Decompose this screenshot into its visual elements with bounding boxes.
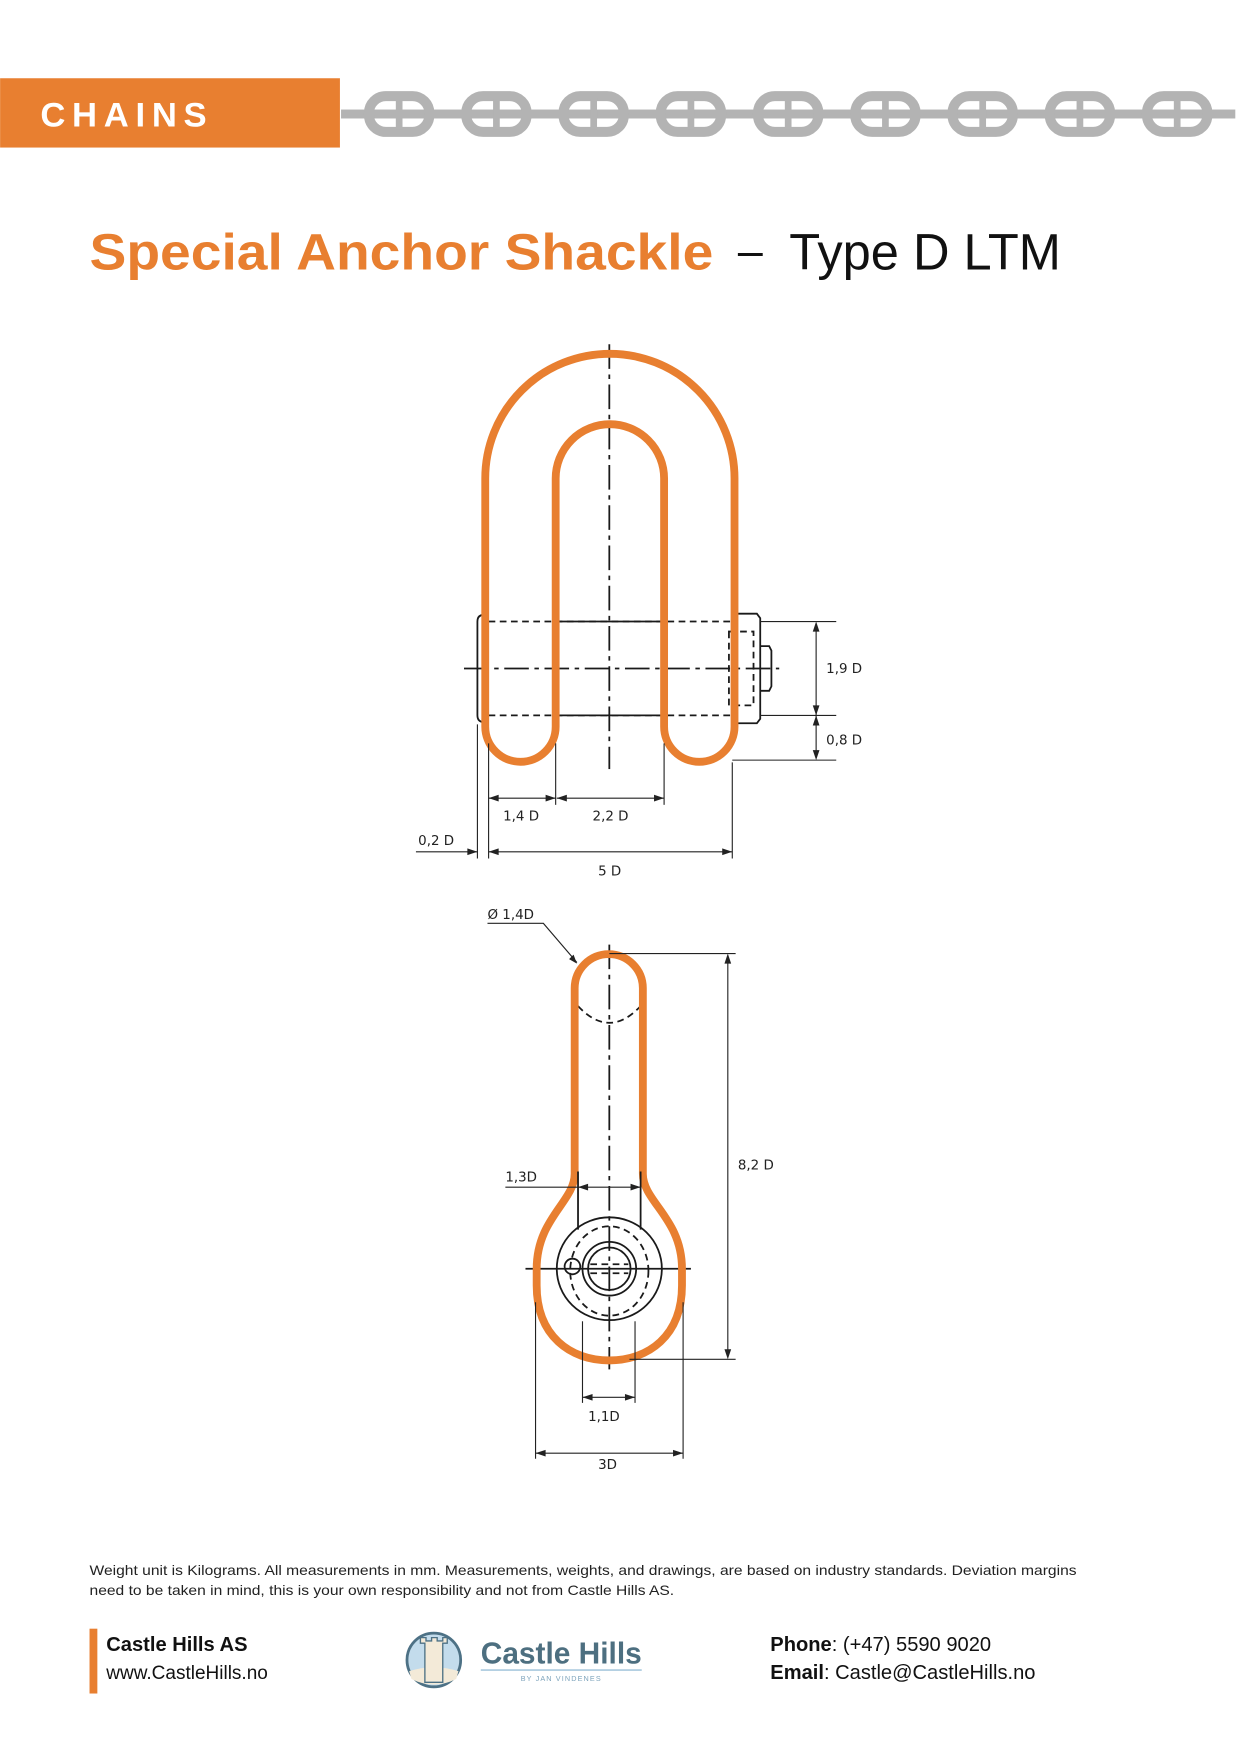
- chain-link: [1044, 91, 1116, 137]
- phone-contact: Phone: (+47) 5590 9020: [770, 1634, 991, 1656]
- shackle-side-outline: [532, 950, 686, 1365]
- email-contact: Email: Castle@CastleHills.no: [770, 1662, 1035, 1684]
- dim-overall-width: 5 D: [598, 864, 621, 879]
- page-title: Special Anchor Shackle – Type D LTM: [90, 222, 1061, 280]
- phone-value[interactable]: : (+47) 5590 9020: [832, 1634, 991, 1656]
- dim-pin-height: 1,9 D: [826, 662, 862, 677]
- chain-link: [850, 91, 921, 137]
- dim-overall-length: 8,2 D: [738, 1158, 774, 1173]
- chain-graphic: [341, 91, 1236, 137]
- front-view-drawing: 1,9 D 0,8 D 1,4 D 2,2 D 0,2 D 5 D: [415, 344, 862, 879]
- section-label: CHAINS: [40, 96, 213, 134]
- dim-leg-width: 1,4 D: [503, 809, 539, 824]
- chain-link-stud: [882, 98, 889, 130]
- pin-end: [581, 1241, 638, 1297]
- email-value[interactable]: : Castle@CastleHills.no: [824, 1662, 1036, 1684]
- website-link[interactable]: www.CastleHills.no: [105, 1663, 268, 1684]
- side-view-drawing: 8,2 D Ø 1,4D 1,3D 1,1D 3D: [487, 908, 774, 1473]
- dim-eye-width: 3D: [598, 1458, 617, 1473]
- dim-inner-width: 2,2 D: [593, 809, 629, 824]
- product-type: Type D LTM: [789, 222, 1061, 280]
- chain-link-stud: [1076, 98, 1084, 130]
- email-label: Email: [770, 1662, 824, 1684]
- chain-link-stud: [687, 98, 695, 130]
- phone-label: Phone: [770, 1634, 831, 1656]
- chain-link: [655, 91, 727, 137]
- footer-accent-bar: [89, 1628, 98, 1694]
- dim-pin-diameter: 1,1D: [588, 1410, 620, 1425]
- chain-link-stud: [979, 98, 987, 130]
- cotter-pin: [760, 645, 773, 692]
- product-name: Special Anchor Shackle: [90, 222, 714, 280]
- dim-neck-width: 1,3D: [505, 1171, 537, 1186]
- pin-nut: [732, 612, 762, 725]
- logo-tagline: BY JAN VINDENES: [521, 1674, 602, 1683]
- chain-link-stud: [493, 98, 500, 130]
- chain-link-stud: [590, 98, 598, 130]
- nut-outline: [555, 1216, 663, 1322]
- chain-link: [461, 91, 532, 137]
- section-label-background: [0, 78, 340, 148]
- title-separator: –: [738, 227, 763, 276]
- footer: Weight unit is Kilograms. All measuremen…: [89, 1562, 1077, 1694]
- chain-link-stud: [1173, 98, 1181, 130]
- dim-bottom-clearance: 0,8 D: [826, 733, 862, 748]
- chain-link: [947, 91, 1018, 137]
- chain-link: [363, 91, 435, 137]
- castle-hills-logo: Castle Hills BY JAN VINDENES: [405, 1631, 642, 1689]
- chain-link-stud: [395, 98, 403, 130]
- disclaimer-line-1: Weight unit is Kilograms. All measuremen…: [90, 1562, 1077, 1578]
- cotter-eye: [563, 1257, 582, 1276]
- header-banner: CHAINS: [0, 78, 1236, 148]
- dim-pin-head: 0,2 D: [418, 834, 454, 849]
- disclaimer-line-2: need to be taken in mind, this is your o…: [90, 1582, 675, 1598]
- chain-link: [1141, 91, 1213, 137]
- pin-head: [476, 613, 485, 724]
- shackle-body-outline: [481, 349, 739, 766]
- chain-link: [558, 91, 629, 137]
- chain-link-stud: [784, 98, 792, 130]
- logo-wordmark: Castle Hills: [481, 1637, 642, 1670]
- nut-hidden: [728, 630, 755, 707]
- chain-link: [752, 91, 824, 137]
- crown-hidden-arc: [577, 1005, 642, 1024]
- company-name: Castle Hills AS: [106, 1634, 247, 1656]
- dim-crown-diameter: Ø 1,4D: [487, 908, 533, 923]
